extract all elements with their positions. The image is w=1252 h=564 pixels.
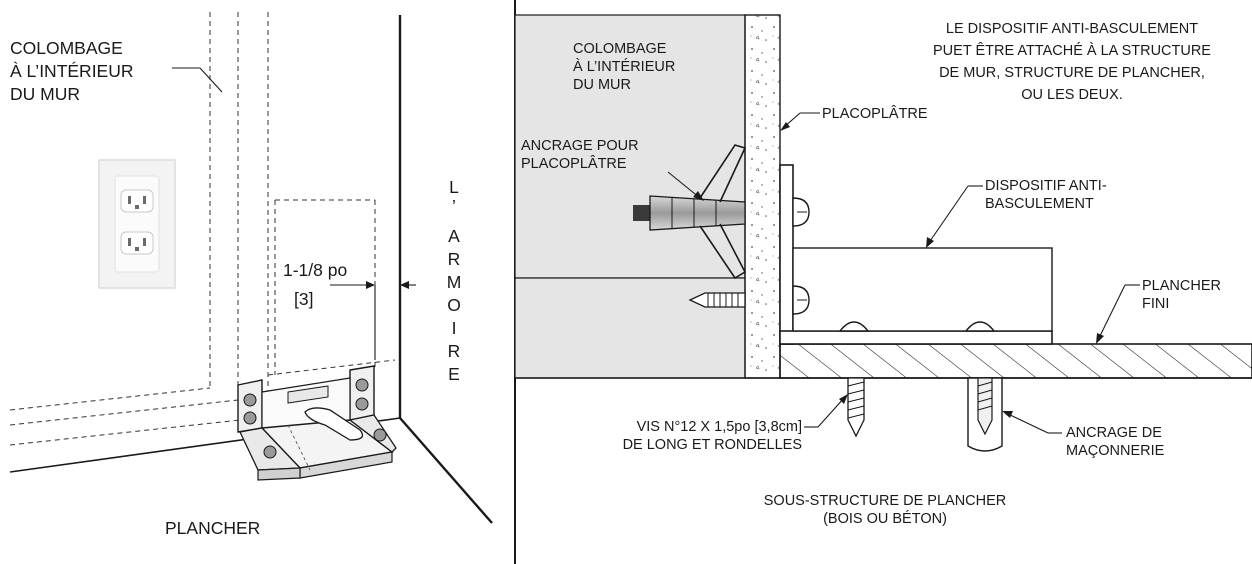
svg-text:M: M [447,272,462,292]
svg-text:L: L [449,177,459,197]
cabinet-vertical-label: L ’ A R M O I R E [447,177,462,384]
left-cabinet-side [398,15,493,524]
svg-text:R: R [448,249,461,269]
wall-outlet-icon [98,159,176,289]
left-stud-label: COLOMBAGE À L’INTÉRIEUR DU MUR [10,38,134,104]
svg-text:COLOMBAGE: COLOMBAGE [573,41,667,57]
svg-text:(BOIS OU BÉTON): (BOIS OU BÉTON) [823,510,947,527]
device-label: DISPOSITIF ANTI- BASCULEMENT [985,178,1107,212]
svg-text:ANCRAGE POUR: ANCRAGE POUR [521,138,639,154]
svg-text:1-1/8 po: 1-1/8 po [283,260,347,280]
svg-text:O: O [447,295,461,315]
svg-text:MAÇONNERIE: MAÇONNERIE [1066,443,1165,459]
finished-floor-section [779,343,1252,379]
drywall-anchor-label: ANCRAGE POUR PLACOPLÂTRE [521,138,639,172]
floor-screw-icon [847,377,865,438]
right-wall-stud [514,14,746,279]
svg-text:I: I [452,318,457,338]
finished-floor-label: PLANCHER FINI [1142,278,1221,312]
svg-text:À L’INTÉRIEUR: À L’INTÉRIEUR [10,61,134,81]
svg-text:VIS N°12 X 1,5po [3,8cm]: VIS N°12 X 1,5po [3,8cm] [637,419,802,435]
left-perspective-view: COLOMBAGE À L’INTÉRIEUR DU MUR 1-1/8 po … [9,12,493,538]
drywall-anchor-icon [633,144,747,280]
svg-text:DE MUR, STRUCTURE DE PLANCHER,: DE MUR, STRUCTURE DE PLANCHER, [939,65,1205,81]
svg-text:R: R [448,341,461,361]
svg-text:FINI: FINI [1142,296,1169,312]
wall-screw-icon [688,292,746,308]
svg-text:DU MUR: DU MUR [10,84,80,104]
anti-tip-bracket-3d [237,365,397,481]
masonry-anchor-label: ANCRAGE DE MAÇONNERIE [1066,425,1165,459]
installation-note: LE DISPOSITIF ANTI-BASCULEMENT PUET ÊTRE… [933,21,1211,103]
svg-text:ANCRAGE DE: ANCRAGE DE [1066,425,1162,441]
svg-text:DE LONG ET RONDELLES: DE LONG ET RONDELLES [623,437,802,453]
gap-dimension [330,281,416,360]
svg-text:DU MUR: DU MUR [573,77,631,93]
callout-leaders [667,112,1140,434]
svg-text:’: ’ [452,196,456,216]
left-floor-label: PLANCHER [165,518,260,538]
subfloor-label: SOUS-STRUCTURE DE PLANCHER (BOIS OU BÉTO… [764,493,1007,527]
svg-text:DISPOSITIF ANTI-: DISPOSITIF ANTI- [985,178,1107,194]
right-stud-label: COLOMBAGE À L’INTÉRIEUR DU MUR [573,41,675,93]
anti-tip-device-section [779,164,1053,345]
svg-text:OU LES DEUX.: OU LES DEUX. [1021,87,1123,103]
svg-text:PUET ÊTRE ATTACHÉ À LA STRUCTU: PUET ÊTRE ATTACHÉ À LA STRUCTURE [933,42,1211,59]
right-section-view: COLOMBAGE À L’INTÉRIEUR DU MUR LE DISPOS… [514,14,1252,527]
svg-text:PLANCHER: PLANCHER [1142,278,1221,294]
drywall-section [744,14,781,379]
left-gap-label: 1-1/8 po [3] [283,260,347,309]
svg-text:PLACOPLÂTRE: PLACOPLÂTRE [521,155,627,172]
svg-text:BASCULEMENT: BASCULEMENT [985,196,1094,212]
svg-text:[3]: [3] [294,289,313,309]
svg-text:LE DISPOSITIF ANTI-BASCULEMENT: LE DISPOSITIF ANTI-BASCULEMENT [946,21,1198,37]
svg-text:SOUS-STRUCTURE DE PLANCHER: SOUS-STRUCTURE DE PLANCHER [764,493,1007,509]
svg-text:A: A [448,226,460,246]
svg-text:À L’INTÉRIEUR: À L’INTÉRIEUR [573,58,675,75]
drywall-label: PLACOPLÂTRE [822,105,928,122]
svg-text:COLOMBAGE: COLOMBAGE [10,38,123,58]
masonry-anchor-icon [967,377,1003,452]
screw-label: VIS N°12 X 1,5po [3,8cm] DE LONG ET ROND… [623,419,802,453]
svg-text:E: E [448,364,460,384]
